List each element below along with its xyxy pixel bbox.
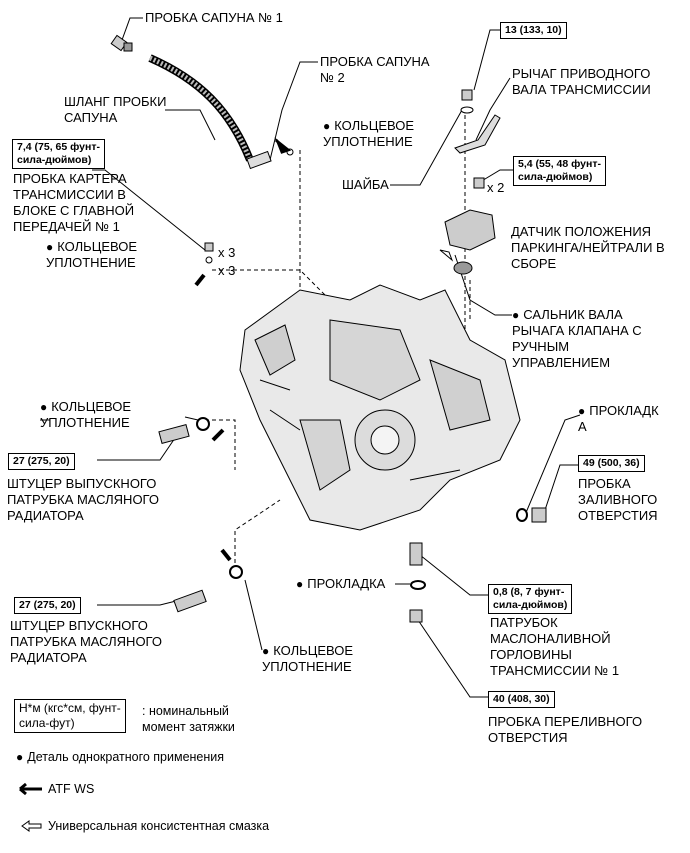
legend-atf: ATF WS (48, 782, 95, 796)
manual-lever-icon (454, 114, 501, 154)
breather-plug-2-icon (246, 150, 272, 170)
gasket-mid-icon (410, 580, 426, 590)
bolt-x2-icon (473, 177, 485, 189)
case-plug-icons (204, 242, 214, 264)
torque-5-4: 5,4 (55, 48 фунт- сила-дюймов) (513, 156, 606, 186)
filler-plug-icon (531, 507, 547, 523)
pnp-switch-icon (444, 209, 496, 251)
legend-grease-arrow-icon (21, 820, 42, 832)
label-oil-seal: САЛЬНИК ВАЛА РЫЧАГА КЛАПАНА С РУЧНЫМ УПР… (512, 307, 642, 371)
legend-unit-desc: : номинальный момент затяжки (142, 704, 235, 734)
transaxle-housing-icon (239, 284, 521, 531)
bolt-13-icon (460, 89, 474, 114)
label-manual-lever: РЫЧАГ ПРИВОДНОГО ВАЛА ТРАНСМИССИИ (512, 66, 651, 97)
label-outlet-union: ШТУЦЕР ВЫПУСКНОГО ПАТРУБКА МАСЛЯНОГО РАД… (7, 476, 159, 523)
grease-arrow-icon (439, 249, 454, 262)
atf-arrow-icon (211, 428, 225, 442)
label-breather-plug-2: ПРОБКА САПУНА № 2 (320, 54, 430, 85)
label-breather-plug-1: ПРОБКА САПУНА № 1 (145, 10, 283, 25)
label-o-ring-top: КОЛЬЦЕВОЕ УПЛОТНЕНИЕ (323, 118, 414, 150)
label-pnp-switch: ДАТЧИК ПОЛОЖЕНИЯ ПАРКИНГА/НЕЙТРАЛИ В СБО… (511, 224, 665, 271)
label-x3-a: x 3 (218, 245, 236, 260)
label-o-ring-left: КОЛЬЦЕВОЕ УПЛОТНЕНИЕ (46, 239, 137, 271)
label-washer: ШАЙБА (342, 177, 389, 192)
torque-13: 13 (133, 10) (500, 22, 567, 39)
atf-arrow-icon (220, 548, 232, 562)
legend-non-reusable: Деталь однократного применения (16, 749, 224, 765)
breather-plug-1-icon (110, 34, 133, 52)
torque-7-4: 7,4 (75, 65 фунт- сила-дюймов) (12, 139, 105, 169)
label-overflow-plug: ПРОБКА ПЕРЕЛИВНОГО ОТВЕРСТИЯ (488, 714, 643, 745)
overflow-plug-icon (409, 609, 423, 623)
label-o-ring-bottom: КОЛЬЦЕВОЕ УПЛОТНЕНИЕ (262, 643, 353, 675)
torque-0-8: 0,8 (8, 7 фунт- сила-дюймов) (488, 584, 573, 614)
outlet-union-icon (158, 423, 190, 445)
label-gasket-right: ПРОКЛАДК А (578, 403, 659, 435)
torque-49: 49 (500, 36) (578, 455, 645, 472)
label-x2: x 2 (487, 180, 505, 195)
o-ring-bottom-icon (229, 565, 243, 579)
filler-tube-icon (409, 542, 423, 566)
inlet-union-icon (173, 589, 207, 613)
label-inlet-union: ШТУЦЕР ВПУСКНОГО ПАТРУБКА МАСЛЯНОГО РАДИ… (10, 618, 162, 665)
o-ring-mid-icon (196, 417, 210, 431)
oil-seal-icon (453, 261, 473, 275)
torque-27-inlet: 27 (275, 20) (14, 597, 81, 614)
label-filler-tube: ПАТРУБОК МАСЛОНАЛИВНОЙ ГОРЛОВИНЫ ТРАНСМИ… (490, 615, 620, 678)
torque-40: 40 (408, 30) (488, 691, 555, 708)
label-x3-b: x 3 (218, 263, 236, 278)
label-breather-hose: ШЛАНГ ПРОБКИ САПУНА (64, 94, 167, 125)
legend-atf-arrow-icon (19, 782, 42, 796)
label-o-ring-mid: КОЛЬЦЕВОЕ УПЛОТНЕНИЕ (40, 399, 131, 431)
atf-arrow-icon (274, 137, 292, 154)
gasket-right-icon (516, 508, 528, 522)
legend-unit-box: Н*м (кгс*см, фунт- сила-фут) (14, 699, 126, 733)
label-filler-plug: ПРОБКА ЗАЛИВНОГО ОТВЕРСТИЯ (578, 476, 658, 523)
legend-grease: Универсальная консистентная смазка (48, 819, 270, 833)
atf-arrow-icon (194, 273, 206, 287)
label-case-plug: ПРОБКА КАРТЕРА ТРАНСМИССИИ В БЛОКЕ С ГЛА… (13, 171, 135, 234)
label-gasket-mid: ПРОКЛАДКА (296, 576, 385, 592)
torque-27-outlet: 27 (275, 20) (8, 453, 75, 470)
